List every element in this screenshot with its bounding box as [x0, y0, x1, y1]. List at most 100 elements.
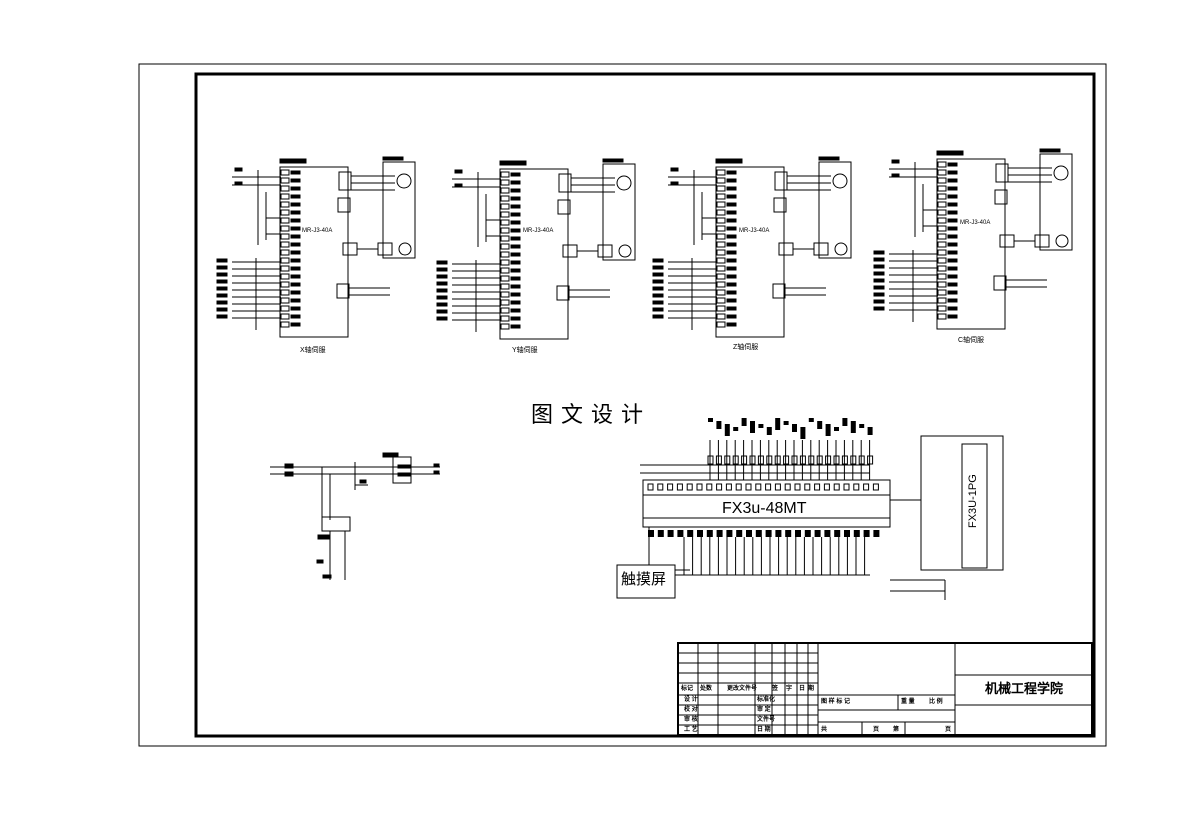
drive-pin	[716, 177, 726, 184]
outer-frame	[138, 63, 1107, 747]
pin-label	[947, 226, 958, 231]
drive-pin	[500, 323, 510, 330]
encoder-symbol	[398, 242, 412, 256]
signal-label	[436, 316, 448, 321]
terminal	[557, 199, 571, 215]
input-tag	[733, 427, 739, 431]
connector	[778, 242, 794, 256]
pin-label	[290, 322, 301, 327]
input-device	[808, 455, 815, 465]
pin-label	[510, 188, 521, 193]
input-device	[749, 455, 756, 465]
input-tag	[867, 427, 873, 435]
drive-pin	[937, 201, 947, 208]
pin-label	[510, 204, 521, 209]
touch-screen-label: 触摸屏	[621, 571, 667, 588]
pin-label	[726, 322, 737, 327]
school-name: 机械工程学院	[985, 682, 1064, 697]
signal-label	[436, 267, 448, 272]
drive-pin	[280, 297, 290, 304]
drive-pin	[937, 233, 947, 240]
input-device	[707, 455, 714, 465]
plc-label: FX3u-48MT	[722, 500, 807, 517]
signal-label	[216, 265, 228, 270]
power-circuit	[270, 452, 440, 580]
inner-frame	[194, 72, 1096, 738]
drive-pin	[280, 217, 290, 224]
drive-pin	[500, 235, 510, 242]
pin-label	[726, 210, 737, 215]
drive-pin	[280, 169, 290, 176]
pin-label	[290, 194, 301, 199]
drive-pin	[716, 249, 726, 256]
drive-pin	[500, 251, 510, 258]
pin-label	[726, 186, 737, 191]
plc-output-pin	[677, 530, 684, 537]
plc-output-pin	[687, 530, 694, 537]
drive-pin	[716, 169, 726, 176]
plc-input-pin	[676, 483, 683, 491]
plc-output-pin	[873, 530, 880, 537]
signal-label	[216, 300, 228, 305]
pin-label	[726, 250, 737, 255]
pin-label	[726, 282, 737, 287]
drive-pin	[937, 257, 947, 264]
motor-tag	[818, 156, 840, 161]
plc-output-pin	[795, 530, 801, 537]
motor-symbol	[832, 173, 848, 189]
drive-pin	[500, 195, 510, 202]
drive-pin	[500, 291, 510, 298]
signal-label	[216, 293, 228, 298]
drive-pin	[280, 321, 290, 328]
pin-label	[290, 226, 301, 231]
pin-label	[726, 306, 737, 311]
drive-tag	[715, 158, 743, 164]
pin-label	[510, 252, 521, 257]
drive-pin	[937, 241, 947, 248]
signal-label	[873, 250, 885, 255]
connector	[813, 242, 829, 256]
plc-output-pin	[755, 530, 762, 537]
pin-label	[726, 178, 737, 183]
signal-label	[216, 314, 228, 319]
drive-pin	[500, 171, 510, 178]
signal-label	[436, 274, 448, 279]
input-device	[774, 455, 781, 465]
drive-pin	[716, 217, 726, 224]
z-drive-title: Z轴伺服	[733, 344, 759, 351]
pin-label	[290, 242, 301, 247]
tb-check: 校 对	[684, 707, 698, 713]
signal-label	[873, 278, 885, 283]
input-device	[833, 455, 840, 465]
drive-pin	[937, 169, 947, 176]
pin-label	[290, 266, 301, 271]
drive-pin	[937, 225, 947, 232]
title-block	[677, 642, 1093, 736]
drive-pin	[937, 249, 947, 256]
pin-label	[510, 308, 521, 313]
drive-pin	[937, 161, 947, 168]
tb-scale: 比 例	[929, 699, 943, 705]
drive-tag	[499, 160, 527, 166]
motor-box	[602, 163, 636, 261]
pin-label	[510, 260, 521, 265]
signal-label	[652, 314, 664, 319]
drive-pin	[716, 185, 726, 192]
x-drive-model: MR-J3-40A	[302, 228, 333, 234]
input-device	[741, 455, 748, 465]
encoder-symbol	[1055, 234, 1069, 248]
tb-weight: 重 量	[901, 699, 915, 705]
drive-pin	[500, 187, 510, 194]
pin-label	[947, 298, 958, 303]
drive-body	[715, 166, 785, 338]
drive-pin	[937, 209, 947, 216]
terminal	[556, 285, 570, 301]
drive-pin	[280, 265, 290, 272]
input-tag	[708, 418, 713, 422]
drive-pin	[280, 233, 290, 240]
pin-label	[510, 284, 521, 289]
pulse-module-body	[961, 443, 988, 569]
pin-label	[510, 300, 521, 305]
pin-label	[726, 218, 737, 223]
pin-label	[290, 290, 301, 295]
